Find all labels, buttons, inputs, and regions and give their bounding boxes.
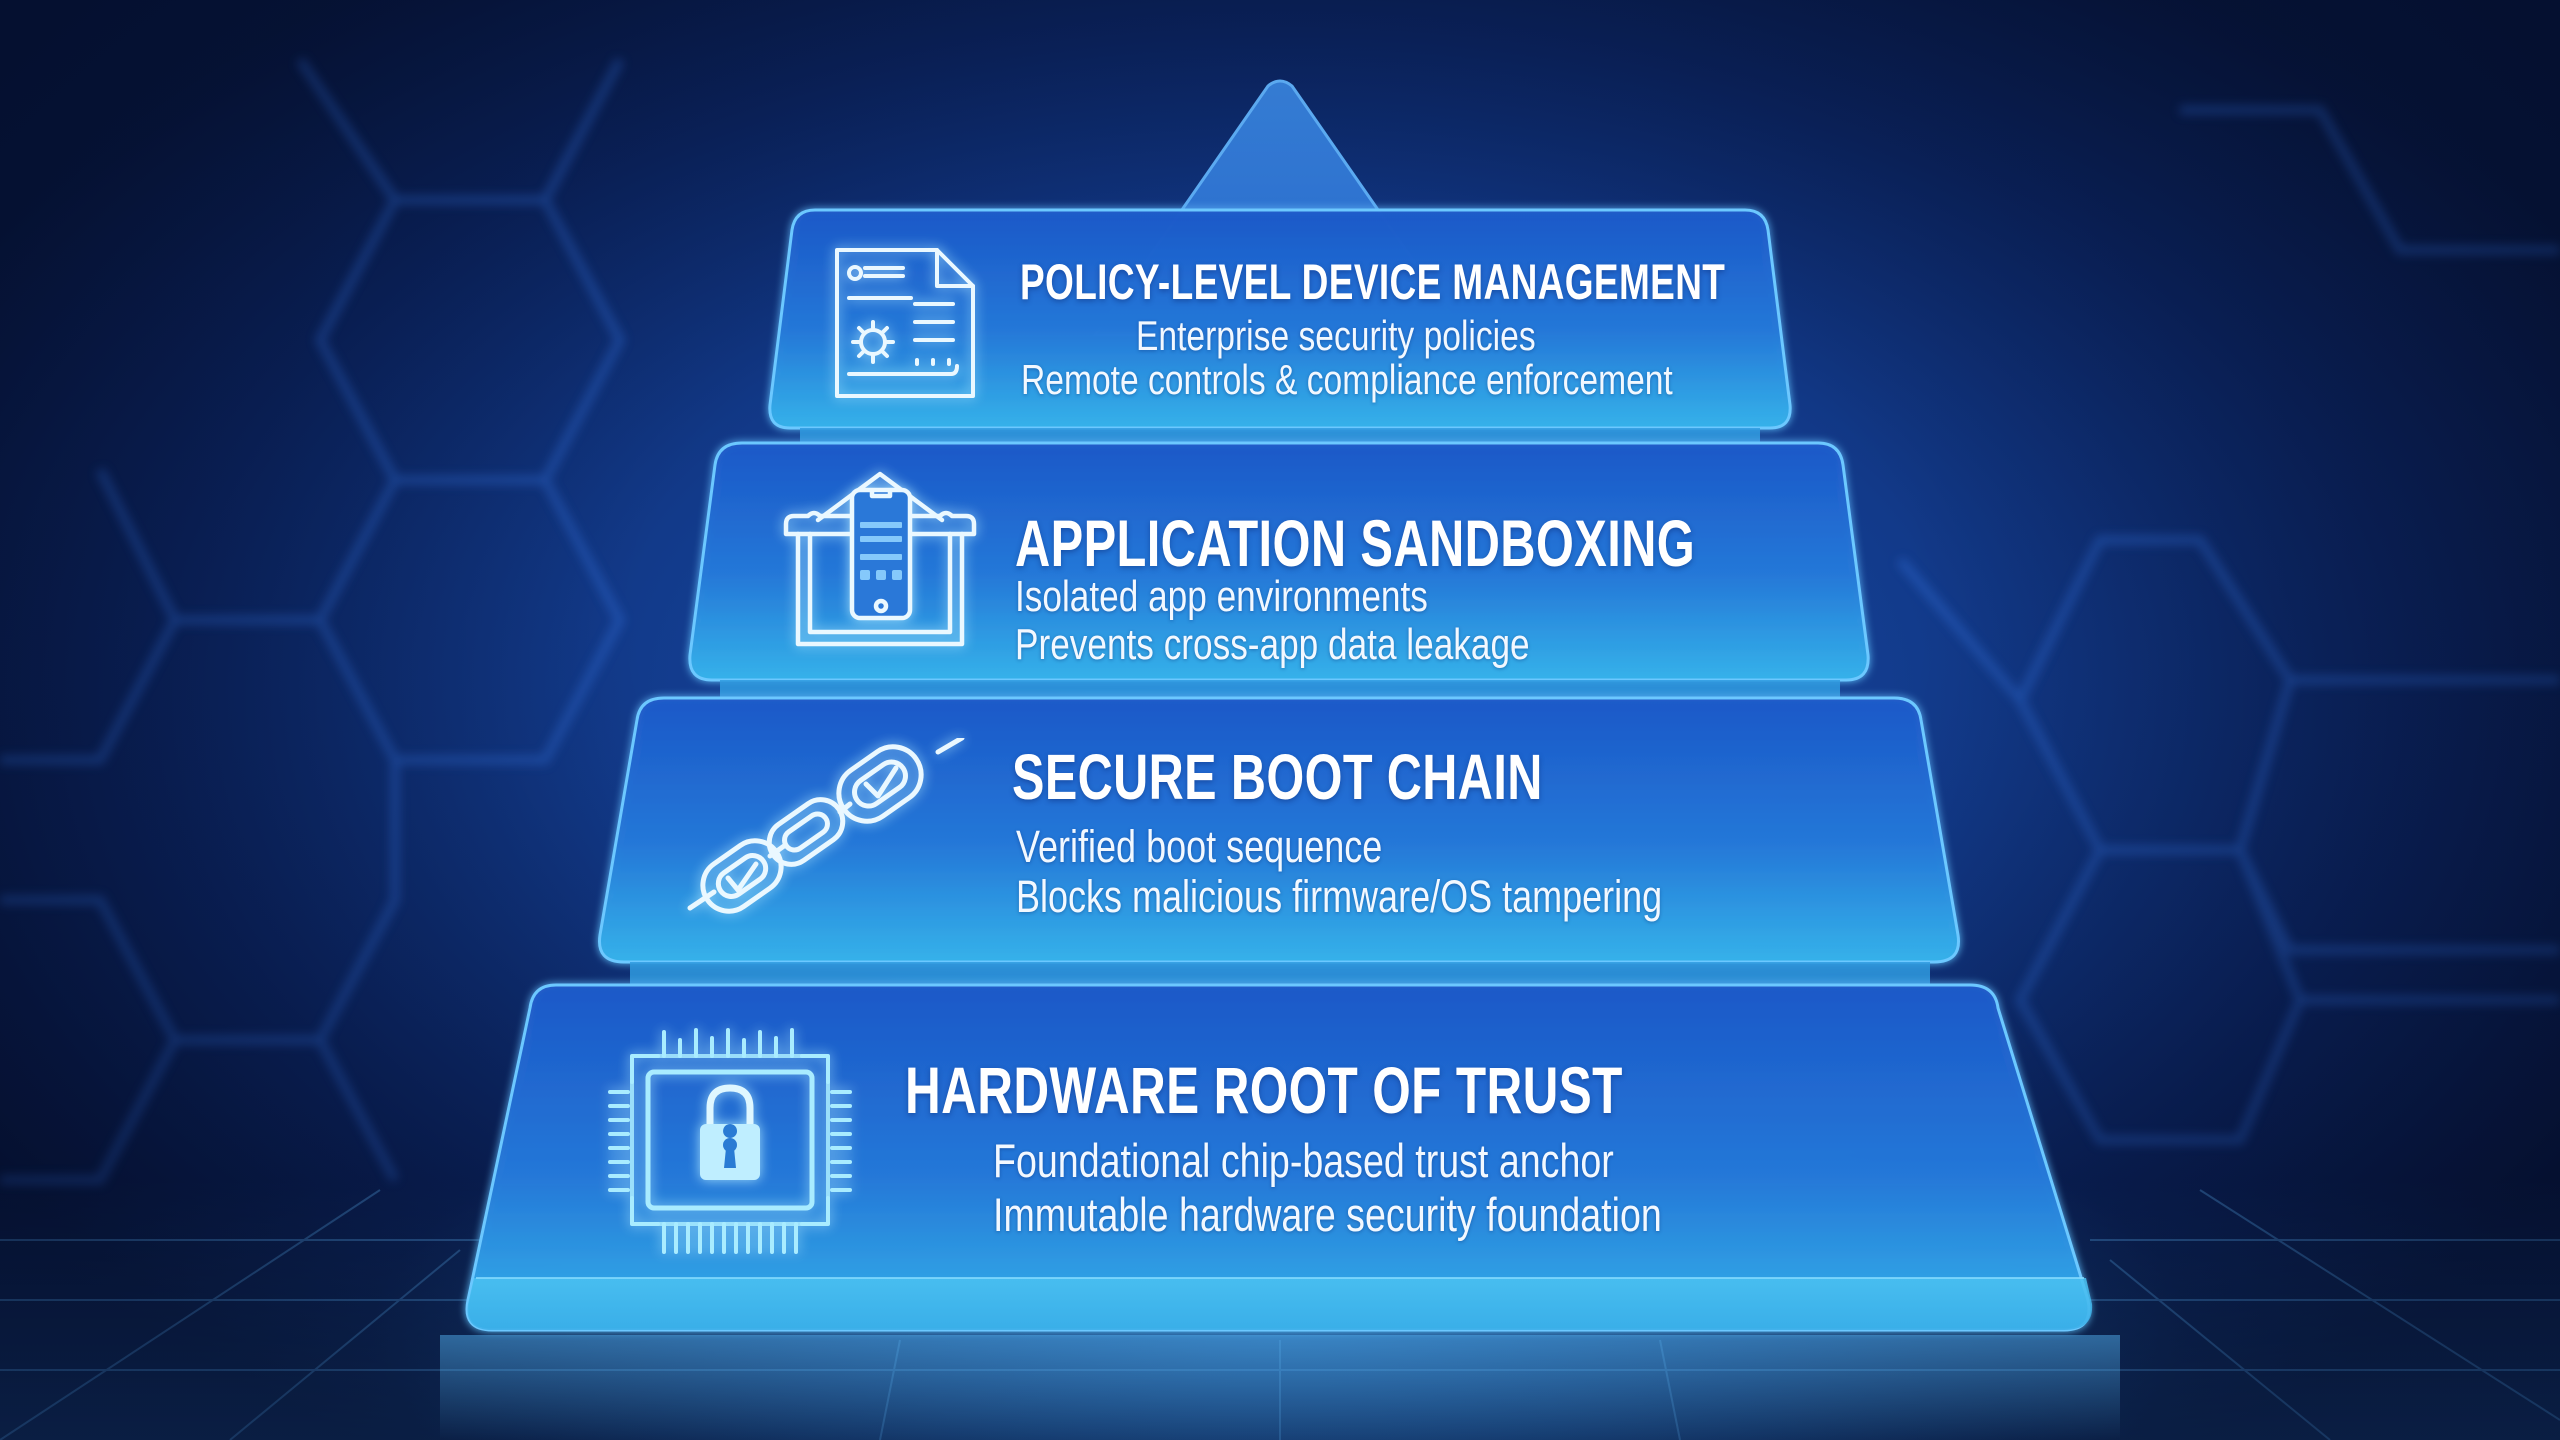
tier-title: POLICY-LEVEL DEVICE MANAGEMENT [1020,254,1726,310]
tier-title: HARDWARE ROOT OF TRUST [905,1053,1623,1127]
tier-line-2: Prevents cross-app data leakage [1015,620,1530,669]
floor-reflection [440,1335,2120,1440]
tier-line-2: Immutable hardware security foundation [993,1188,1662,1241]
tier-title: APPLICATION SANDBOXING [1015,506,1696,580]
policy-document-gear-icon [835,248,975,398]
tier-line-1: Foundational chip-based trust anchor [993,1134,1614,1187]
tier-line-2: Blocks malicious firmware/OS tampering [1016,871,1663,922]
tier-line-2: Remote controls & compliance enforcement [1021,356,1673,403]
tier-title: SECURE BOOT CHAIN [1012,741,1543,813]
tier-line-1: Enterprise security policies [1136,312,1536,359]
chain-links-checkmark-icon [687,738,965,914]
chip-padlock-icon [608,1028,852,1254]
tier-line-1: Verified boot sequence [1016,821,1383,872]
smartphone-in-sandbox-icon [783,471,977,647]
tier-line-1: Isolated app environments [1015,572,1428,621]
